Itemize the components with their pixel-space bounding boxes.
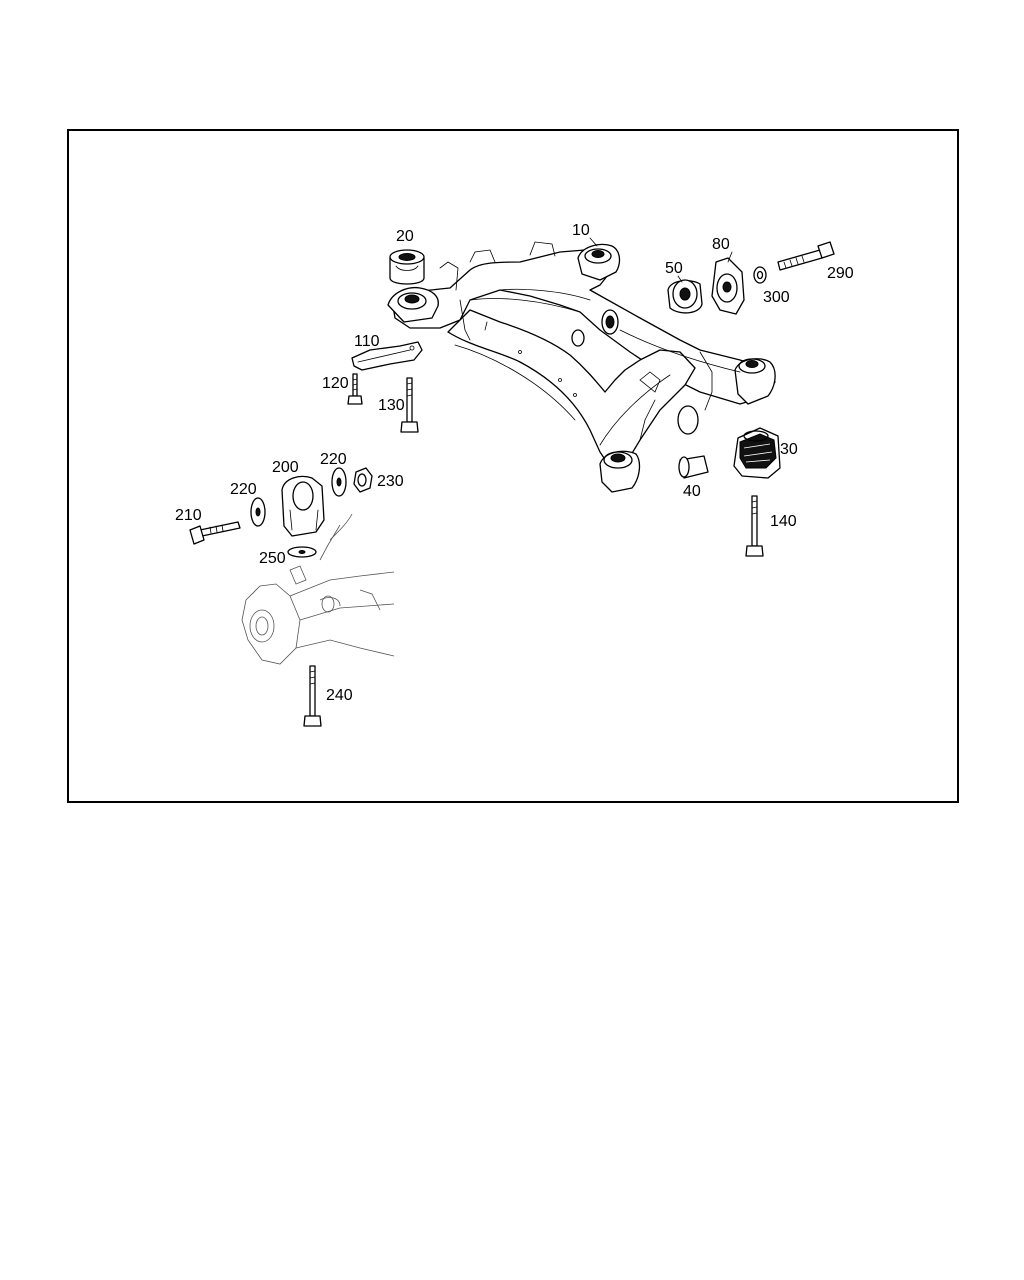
callout-290: 290 xyxy=(827,265,854,282)
callout-120: 120 xyxy=(322,375,349,392)
callout-50: 50 xyxy=(665,260,683,277)
part-230-nut xyxy=(353,467,373,493)
part-50-bushing xyxy=(667,279,703,314)
part-110-bracket xyxy=(351,341,423,371)
part-200-mount xyxy=(281,475,325,537)
callout-110: 110 xyxy=(354,333,380,350)
callout-240: 240 xyxy=(326,687,353,704)
callout-30: 30 xyxy=(780,441,798,458)
part-20-bushing xyxy=(389,249,425,285)
part-220-washer-a xyxy=(250,497,266,527)
part-300-washer xyxy=(753,266,767,284)
rear-differential-reference xyxy=(241,513,395,665)
part-140-bolt xyxy=(745,495,764,557)
part-220-washer-b xyxy=(331,467,347,497)
callout-220-right: 220 xyxy=(320,451,347,468)
part-290-bolt xyxy=(777,241,835,271)
rear-axle-carrier-subframe xyxy=(387,241,776,493)
diagram-frame xyxy=(67,129,959,803)
part-80-mount-plate xyxy=(711,257,745,315)
leader-lines xyxy=(589,237,733,283)
callout-300: 300 xyxy=(763,289,790,306)
part-120-bolt xyxy=(347,373,363,405)
part-240-bolt xyxy=(303,665,322,727)
part-250-washer xyxy=(287,546,317,558)
callout-220-left: 220 xyxy=(230,481,257,498)
part-30-mount xyxy=(733,427,781,479)
callout-20: 20 xyxy=(396,228,414,245)
callout-80: 80 xyxy=(712,236,730,253)
callout-130: 130 xyxy=(378,397,405,414)
callout-40: 40 xyxy=(683,483,701,500)
callout-210: 210 xyxy=(175,507,202,524)
callout-230: 230 xyxy=(377,473,404,490)
callout-140: 140 xyxy=(770,513,797,530)
part-40-bushing xyxy=(678,455,709,479)
callout-250: 250 xyxy=(259,550,286,567)
callout-10: 10 xyxy=(572,222,590,239)
callout-200: 200 xyxy=(272,459,299,476)
part-210-bolt xyxy=(189,521,241,545)
part-130-bolt xyxy=(400,377,419,433)
